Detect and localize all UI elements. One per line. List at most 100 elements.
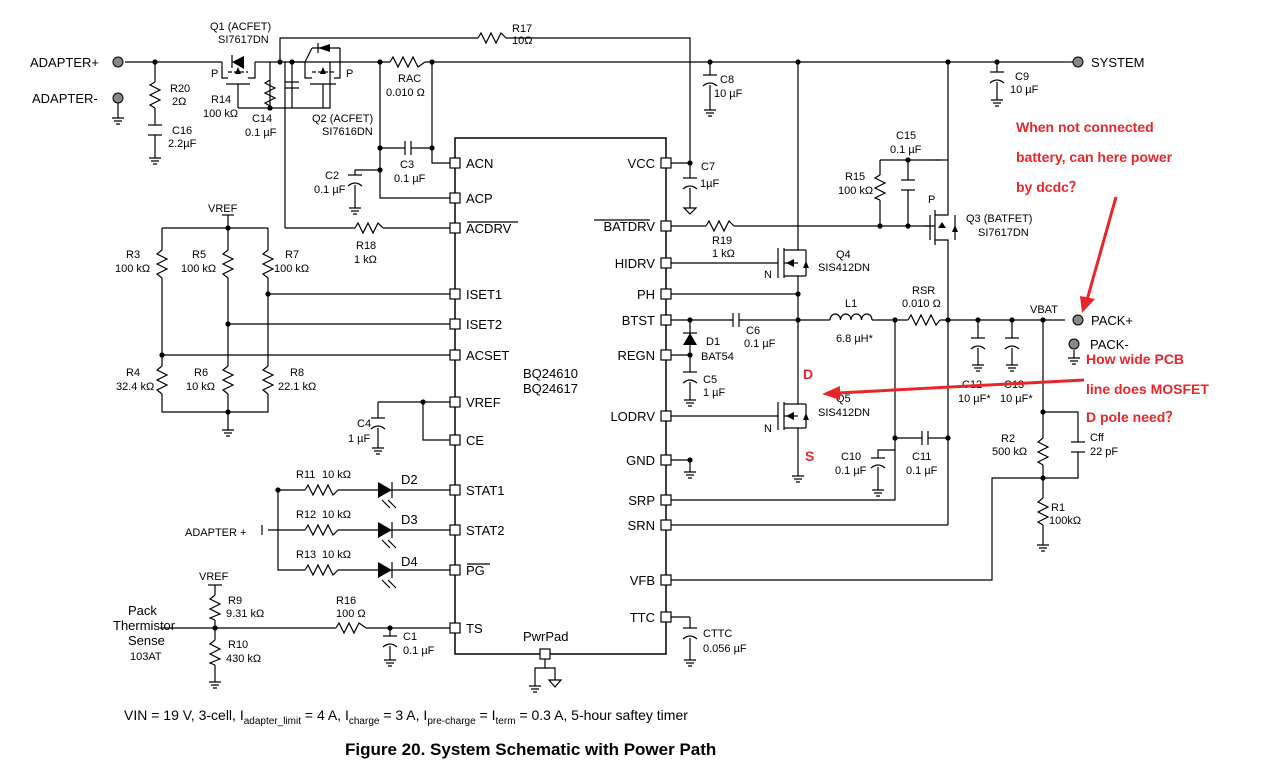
adapter-pos-label: ADAPTER+ xyxy=(30,55,99,70)
r19-value: 1 kΩ xyxy=(712,248,735,260)
r12-label: R12 xyxy=(296,509,316,521)
c16-capacitor xyxy=(148,124,162,136)
r3-label: R3 xyxy=(126,249,140,261)
pwrpad-label: PwrPad xyxy=(523,629,569,644)
c7-label: C7 xyxy=(701,161,715,173)
r2-value: 500 kΩ xyxy=(992,446,1027,458)
note2-line3: D pole need？ xyxy=(1086,409,1179,425)
ic-pin-left-7 xyxy=(449,434,461,446)
q4-mosfet xyxy=(777,240,809,280)
r6-value: 10 kΩ xyxy=(186,381,215,393)
pack-pos-label: PACK+ xyxy=(1091,313,1133,328)
q4-label: Q4 xyxy=(836,249,851,261)
ic-name-1: BQ24610 xyxy=(523,366,578,381)
c15-capacitor xyxy=(901,179,915,191)
r14-value: 100 kΩ xyxy=(203,108,238,120)
ic-pin-label: TS xyxy=(466,621,483,636)
l1-label: L1 xyxy=(845,298,857,310)
c12-capacitor xyxy=(970,337,986,350)
ic-pin-label: SRP xyxy=(628,493,655,508)
junctions xyxy=(152,59,1046,631)
ic-pin-label: ISET1 xyxy=(466,287,502,302)
r10-resistor xyxy=(208,639,222,666)
ic-pin-right-8 xyxy=(660,494,672,506)
thermistor-label-1: Pack xyxy=(128,603,157,618)
d3-led xyxy=(378,522,397,549)
ic-pin-right-4 xyxy=(660,314,672,326)
pack-neg-label: PACK- xyxy=(1090,337,1129,352)
note1-line1: When not connected xyxy=(1016,119,1154,135)
vbat-label: VBAT xyxy=(1030,304,1058,316)
ic-pin-label: ACSET xyxy=(466,348,509,363)
r11-resistor xyxy=(304,483,339,497)
ic-pin-right-2 xyxy=(660,257,672,269)
ic-pins: ACNACPACDRVISET1ISET2ACSETVREFCESTAT1STA… xyxy=(449,156,672,636)
r16-value: 100 Ω xyxy=(336,608,366,620)
vref-label-1: VREF xyxy=(208,203,238,215)
r2-label: R2 xyxy=(1001,433,1015,445)
q2-label: Q2 (ACFET) xyxy=(312,113,373,125)
r16-resistor xyxy=(335,621,367,635)
q3-mosfet xyxy=(924,210,958,245)
ic-pin-label: TTC xyxy=(630,610,655,625)
c11-value: 0.1 µF xyxy=(906,465,938,477)
ground-symbols xyxy=(112,99,1080,693)
figure-title: Figure 20. System Schematic with Power P… xyxy=(345,740,716,759)
c5-capacitor xyxy=(682,371,698,384)
c13-value: 10 µF* xyxy=(1000,393,1033,405)
r20-value: 2Ω xyxy=(172,96,186,108)
q5-part: SIS412DN xyxy=(818,407,870,419)
r14-resistor xyxy=(263,79,277,107)
c14-label: C14 xyxy=(252,113,272,125)
q2-part: SI7616DN xyxy=(322,126,373,138)
ic-pin-label: PH xyxy=(637,287,655,302)
c2-value: 0.1 µF xyxy=(314,184,346,196)
r19-label: R19 xyxy=(712,235,732,247)
drain-label: D xyxy=(803,366,813,382)
c11-capacitor xyxy=(921,431,929,445)
d2-label: D2 xyxy=(401,472,418,487)
system-terminal xyxy=(1072,56,1084,68)
q1-p: P xyxy=(211,68,218,80)
c9-capacitor xyxy=(989,71,1005,84)
r8-label: R8 xyxy=(290,367,304,379)
d3-label: D3 xyxy=(401,512,418,527)
d1-value: BAT54 xyxy=(701,351,734,363)
c7-value: 1µF xyxy=(700,178,719,190)
r7-value: 100 kΩ xyxy=(274,263,309,275)
ic-pin-label: BATDRV xyxy=(603,219,655,234)
adapter-pos-terminal xyxy=(112,56,124,68)
q3-part: SI7617DN xyxy=(978,227,1029,239)
c13-capacitor xyxy=(1004,337,1020,350)
resistors xyxy=(148,31,1050,666)
q2-mosfet xyxy=(292,43,341,108)
r18-value: 1 kΩ xyxy=(354,254,377,266)
ic-pin-left-5 xyxy=(449,349,461,361)
q4-n: N xyxy=(764,269,772,281)
r10-label: R10 xyxy=(228,639,248,651)
c4-value: 1 µF xyxy=(348,433,371,445)
cff-value: 22 pF xyxy=(1090,446,1118,458)
r18-label: R18 xyxy=(356,240,376,252)
arrow-note2 xyxy=(822,378,1085,400)
q4-part: SIS412DN xyxy=(818,262,870,274)
ic-pin-right-10 xyxy=(660,574,672,586)
ic-pin-right-5 xyxy=(660,349,672,361)
c10-label: C10 xyxy=(841,451,861,463)
labels: ADAPTER+ ADAPTER- SYSTEM PACK+ PACK- VBA… xyxy=(30,21,1144,665)
ic-pin-label: HIDRV xyxy=(615,256,656,271)
rac-resistor xyxy=(389,55,426,69)
r12-value: 10 kΩ xyxy=(322,509,351,521)
r4-label: R4 xyxy=(126,367,140,379)
r18-resistor xyxy=(354,221,384,235)
ic-pin-right-3 xyxy=(660,288,672,300)
ic-pin-left-9 xyxy=(449,524,461,536)
r3-resistor xyxy=(155,249,169,279)
c8-value: 10 µF xyxy=(714,88,743,100)
r17-resistor xyxy=(477,31,507,45)
ic-pin-left-2 xyxy=(449,222,461,234)
c16-label: C16 xyxy=(172,125,192,137)
adapter-neg-terminal xyxy=(112,92,124,104)
q5-mosfet xyxy=(777,395,809,435)
ic-pin-left-4 xyxy=(449,318,461,330)
